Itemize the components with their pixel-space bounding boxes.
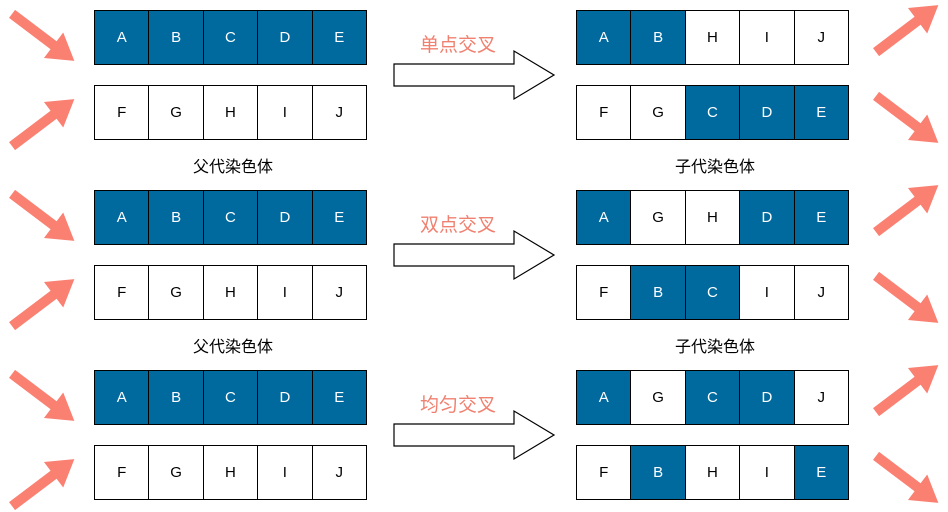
hollow-right-arrow-icon — [393, 229, 556, 281]
hollow-right-arrow-icon — [393, 49, 556, 101]
gene-cell: D — [739, 370, 795, 425]
gene-cell: D — [257, 190, 313, 245]
gene-cell: A — [576, 370, 632, 425]
gene-cell: I — [739, 265, 795, 320]
gene-cell: C — [202, 190, 259, 245]
gene-cell: B — [148, 370, 204, 425]
gene-cell: C — [684, 370, 741, 425]
salmon-arrow-icon — [873, 185, 939, 237]
crossover-label: 均匀交叉 — [419, 394, 496, 416]
gene-cell: E — [793, 445, 849, 500]
salmon-arrow-icon — [873, 451, 939, 503]
crossover-label: 单点交叉 — [419, 34, 496, 56]
gene-cell: H — [202, 85, 259, 140]
gene-cell: G — [630, 85, 686, 140]
salmon-arrow-icon — [9, 189, 75, 241]
gene-cell: H — [684, 190, 741, 245]
gene-cell: E — [311, 190, 367, 245]
salmon-arrow-icon — [873, 271, 939, 323]
salmon-arrow-icon — [873, 91, 939, 143]
gene-cell: B — [630, 445, 686, 500]
hollow-right-arrow-icon — [393, 409, 556, 461]
gene-cell: A — [94, 190, 150, 245]
gene-cell: D — [257, 10, 313, 65]
gene-cell: F — [576, 265, 632, 320]
gene-cell: G — [148, 445, 204, 500]
gene-cell: F — [94, 445, 150, 500]
gene-cell: I — [257, 85, 313, 140]
gene-cell: G — [148, 265, 204, 320]
child-caption: 子代染色体 — [674, 157, 755, 176]
gene-cell: I — [739, 10, 795, 65]
gene-cell: J — [311, 85, 367, 140]
gene-cell: D — [739, 190, 795, 245]
gene-cell: J — [793, 265, 849, 320]
salmon-arrow-icon — [9, 279, 75, 331]
salmon-arrow-icon — [873, 5, 939, 57]
gene-cell: A — [576, 10, 632, 65]
gene-cell: G — [630, 370, 686, 425]
salmon-arrow-icon — [9, 99, 75, 151]
gene-cell: E — [311, 10, 367, 65]
gene-cell: A — [94, 10, 150, 65]
parent-caption: 父代染色体 — [192, 337, 273, 356]
gene-cell: I — [257, 445, 313, 500]
gene-cell: H — [684, 10, 741, 65]
gene-cell: E — [793, 85, 849, 140]
gene-cell: I — [257, 265, 313, 320]
gene-cell: J — [311, 265, 367, 320]
gene-cell: J — [793, 370, 849, 425]
gene-cell: D — [739, 85, 795, 140]
gene-cell: E — [793, 190, 849, 245]
gene-cell: C — [684, 265, 741, 320]
gene-cell: G — [630, 190, 686, 245]
child-caption: 子代染色体 — [674, 337, 755, 356]
gene-cell: C — [684, 85, 741, 140]
gene-cell: B — [630, 10, 686, 65]
gene-cell: E — [311, 370, 367, 425]
salmon-arrow-icon — [9, 9, 75, 61]
gene-cell: A — [576, 190, 632, 245]
gene-cell: C — [202, 370, 259, 425]
crossover-label: 双点交叉 — [419, 214, 496, 236]
gene-cell: H — [202, 265, 259, 320]
gene-cell: A — [94, 370, 150, 425]
gene-cell: H — [202, 445, 259, 500]
gene-cell: J — [311, 445, 367, 500]
gene-cell: D — [257, 370, 313, 425]
gene-cell: B — [148, 190, 204, 245]
gene-cell: F — [576, 445, 632, 500]
gene-cell: B — [630, 265, 686, 320]
salmon-arrow-icon — [873, 365, 939, 417]
gene-cell: F — [94, 265, 150, 320]
gene-cell: G — [148, 85, 204, 140]
gene-cell: J — [793, 10, 849, 65]
gene-cell: I — [739, 445, 795, 500]
salmon-arrow-icon — [9, 369, 75, 421]
salmon-arrow-icon — [9, 459, 75, 511]
gene-cell: F — [94, 85, 150, 140]
gene-cell: F — [576, 85, 632, 140]
gene-cell: C — [202, 10, 259, 65]
gene-cell: H — [684, 445, 741, 500]
gene-cell: B — [148, 10, 204, 65]
parent-caption: 父代染色体 — [192, 157, 273, 176]
